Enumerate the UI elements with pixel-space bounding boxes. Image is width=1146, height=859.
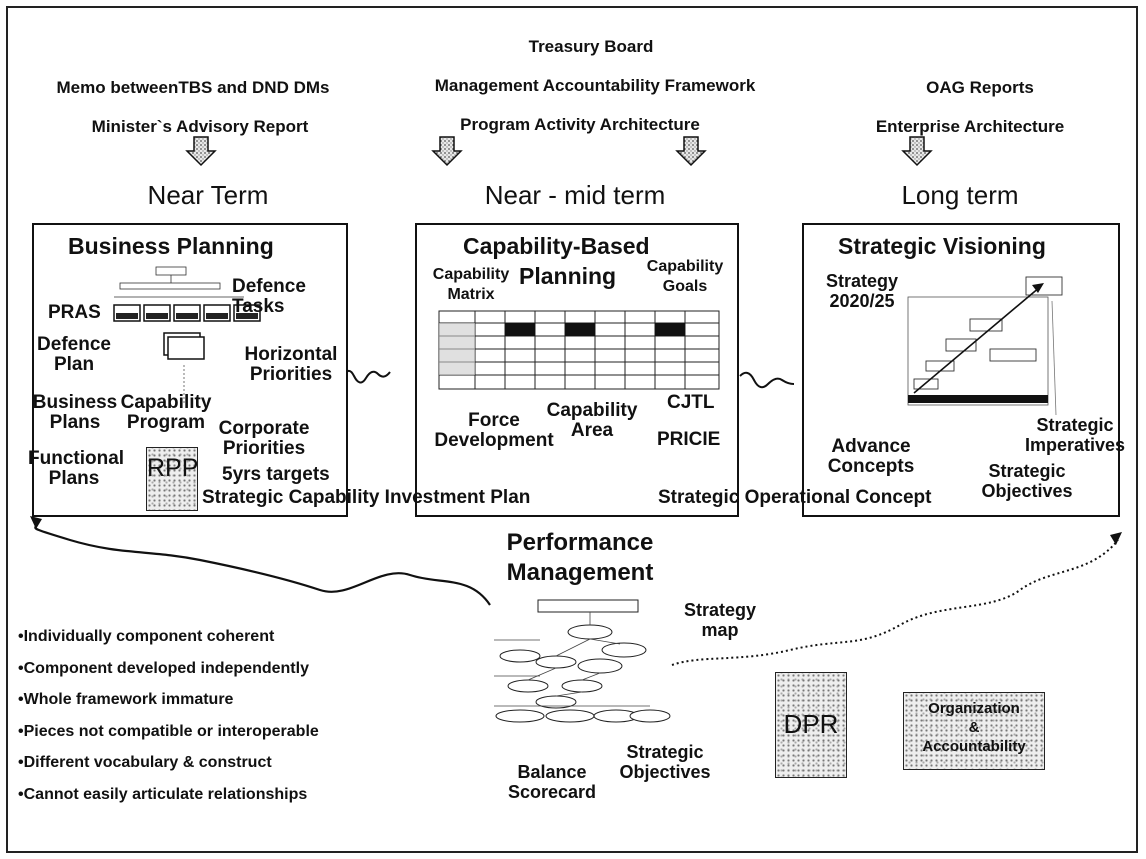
capability-planning-panel: Capability-Based Planning Capability Mat… (415, 223, 739, 517)
term-near-mid: Near - mid term (484, 180, 666, 210)
business-planning-panel: Business Planning Defence Tasks PRAS Def… (28, 223, 348, 517)
header-ministers-report: Minister`s Advisory Report (91, 117, 309, 136)
org-chart-thumbnail (113, 266, 261, 405)
capability-goals-label: Capability Goals (646, 258, 724, 295)
cjtl-label: CJTL (667, 392, 715, 413)
strategy-2020-label: Strategy 2020/25 (825, 271, 899, 311)
dpr-label: DPR (783, 709, 839, 739)
horizontal-priorities-label: Horizontal Priorities (244, 344, 338, 385)
org-accountability-document-icon: Organization & Accountability (903, 692, 1045, 770)
diagram-frame (6, 6, 1138, 853)
down-arrow-mid-left (431, 136, 463, 167)
balance-scorecard-label: Balance Scorecard (507, 762, 597, 802)
capability-planning-title: Capability-Based (463, 233, 650, 259)
advance-concepts-label: Advance Concepts (827, 436, 915, 477)
defence-plan-label: Defence Plan (37, 334, 111, 375)
soc-label: Strategic Operational Concept (658, 487, 932, 508)
header-maf: Management Accountability Framework (434, 76, 756, 95)
strategy-staircase-thumbnail (907, 276, 1063, 416)
header-oag: OAG Reports (926, 78, 1034, 97)
curve-arrow-to-business (34, 521, 491, 606)
header-paa: Program Activity Architecture (460, 115, 700, 134)
term-near: Near Term (147, 180, 269, 210)
strategic-imperatives-label: Strategic Imperatives (1024, 415, 1126, 455)
defence-tasks-label: Defence Tasks (232, 276, 306, 317)
strategic-objectives-pm-label: Strategic Objectives (619, 742, 711, 782)
scip-label: Strategic Capability Investment Plan (202, 487, 531, 508)
down-arrow-mid-right (675, 136, 707, 167)
dpr-document-icon: DPR (775, 672, 847, 778)
capability-area-label: Capability Area (546, 400, 638, 441)
strategy-map-label: Strategy map (683, 600, 757, 640)
rpp-document-icon: RPP (146, 447, 198, 511)
header-treasury-board: Treasury Board (528, 37, 654, 56)
targets-label: 5yrs targets (222, 464, 330, 485)
capability-matrix-thumbnail (438, 310, 720, 390)
bullet-item: Pieces not compatible or interoperable (18, 722, 319, 754)
bullet-item: Whole framework immature (18, 690, 319, 722)
capability-program-label: Capability Program (120, 392, 212, 433)
pricie-label: PRICIE (657, 429, 721, 450)
performance-management-title: Performance Management (506, 529, 654, 586)
corporate-priorities-label: Corporate Priorities (218, 418, 310, 459)
strategic-objectives-sv-label: Strategic Objectives (981, 461, 1073, 501)
header-ea: Enterprise Architecture (875, 117, 1065, 136)
business-plans-label: Business Plans (32, 392, 118, 433)
pras-label: PRAS (48, 302, 101, 323)
business-planning-title: Business Planning (68, 233, 274, 259)
bullet-item: Different vocabulary & construct (18, 753, 319, 785)
down-arrow-near-term (185, 136, 217, 167)
squiggle-left (341, 369, 391, 384)
strategic-visioning-title: Strategic Visioning (838, 233, 1046, 259)
rpp-label: RPP (147, 454, 199, 482)
force-development-label: Force Development (434, 410, 554, 451)
bullet-item: Individually component coherent (18, 627, 319, 659)
org-accountability-label: Organization & Accountability (922, 700, 1026, 755)
issues-bullet-list: Individually component coherent Componen… (18, 627, 319, 816)
term-long: Long term (901, 180, 1019, 210)
strategic-visioning-panel: Strategic Visioning Strategy 2020/25 Adv… (802, 223, 1125, 517)
bullet-item: Component developed independently (18, 659, 319, 691)
capability-planning-title-2: Planning (519, 263, 617, 289)
functional-plans-label: Functional Plans (28, 448, 125, 489)
header-memo: Memo betweenTBS and DND DMs (56, 78, 330, 97)
capability-matrix-label: Capability Matrix (432, 266, 510, 303)
down-arrow-long-term (901, 136, 933, 167)
bullet-item: Cannot easily articulate relationships (18, 785, 319, 817)
squiggle-right (739, 371, 795, 389)
